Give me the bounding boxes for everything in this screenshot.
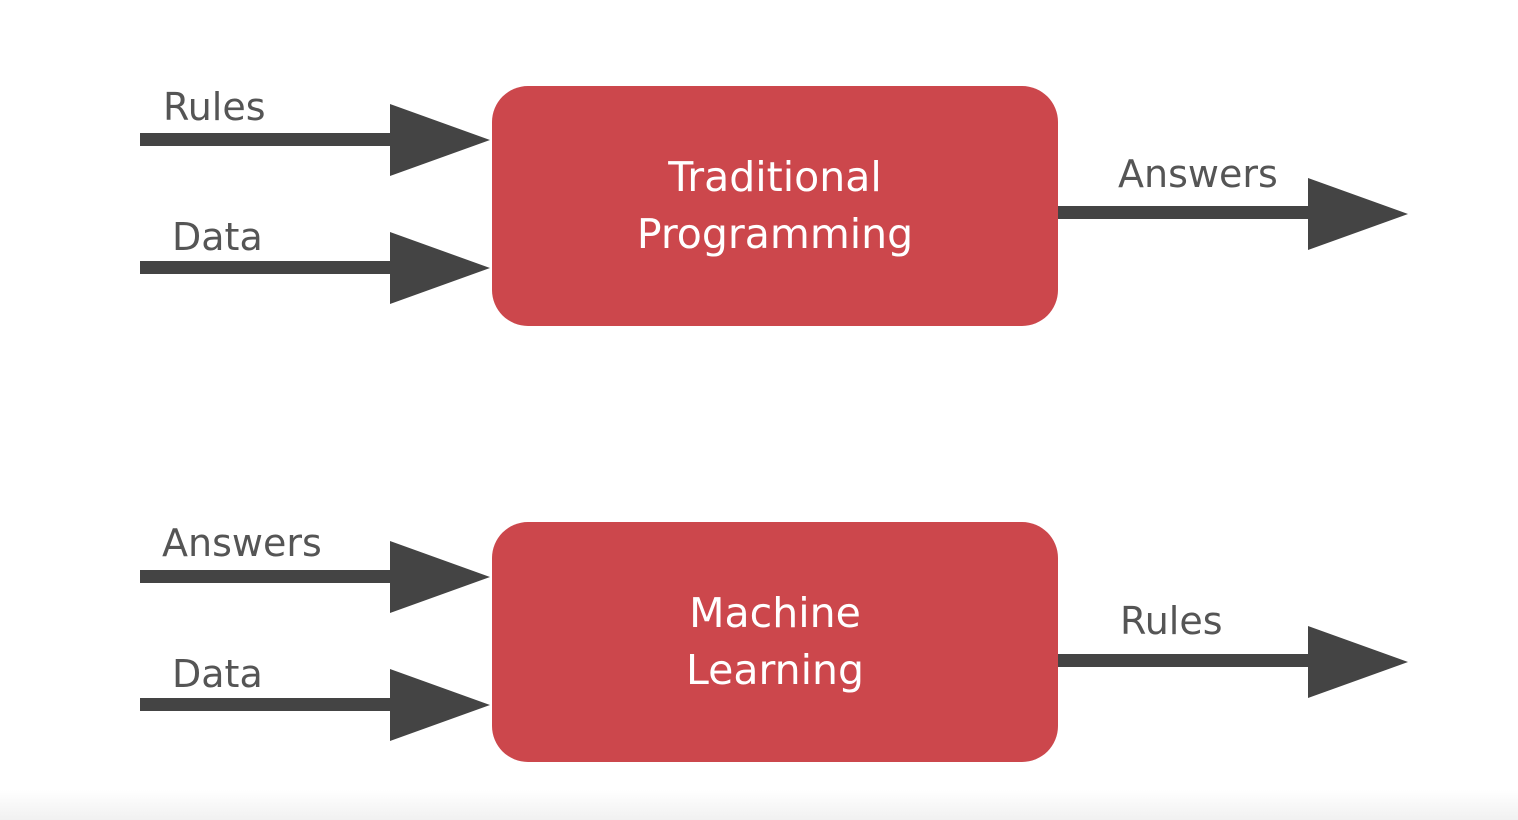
input-label-rules: Rules: [163, 85, 266, 129]
input-arrow-answers-head: [390, 541, 490, 613]
input-arrow-data-shaft: [140, 698, 396, 711]
output-arrow-answers-shaft: [1058, 206, 1314, 219]
box-title-line-2: Programming: [636, 210, 914, 258]
machine-learning-box: Machine Learning: [492, 522, 1058, 762]
input-label-data: Data: [172, 652, 263, 696]
output-arrow-rules-head: [1308, 626, 1408, 698]
input-arrow-answers-shaft: [140, 570, 396, 583]
input-arrow-data-head: [390, 669, 490, 741]
output-arrow-rules-shaft: [1058, 654, 1314, 667]
box-title-line-1: Traditional: [668, 153, 882, 201]
input-label-data: Data: [172, 215, 263, 259]
input-arrow-data-head: [390, 232, 490, 304]
box-title-line-1: Machine: [689, 589, 861, 637]
input-arrow-rules-shaft: [140, 133, 396, 146]
output-arrow-answers-head: [1308, 178, 1408, 250]
box-title-line-2: Learning: [686, 646, 864, 694]
bottom-edge-shadow: [0, 790, 1518, 820]
output-label-rules: Rules: [1120, 599, 1223, 643]
input-arrow-data-shaft: [140, 261, 396, 274]
traditional-programming-box: Traditional Programming: [492, 86, 1058, 326]
output-label-answers: Answers: [1118, 152, 1278, 196]
input-arrow-rules-head: [390, 104, 490, 176]
input-label-answers: Answers: [162, 521, 322, 565]
